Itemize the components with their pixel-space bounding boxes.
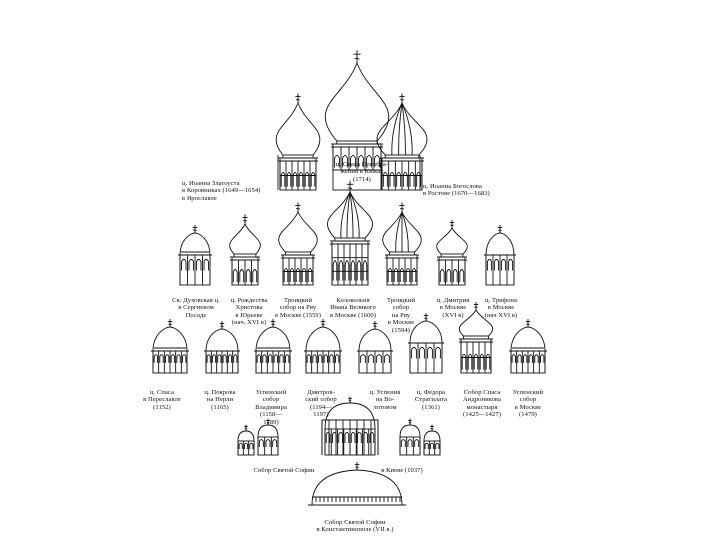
rozhdestvo-church	[230, 214, 261, 285]
dmitry-church	[437, 220, 468, 285]
caption-sofia-left: Собор Святой Софии	[244, 459, 324, 482]
troitsky-ru-church	[279, 202, 318, 285]
trifon-church	[484, 225, 516, 285]
spas-pereslavl-church	[151, 319, 189, 373]
ioann-zlatoust-church	[276, 93, 320, 190]
dmitrovsky-church	[304, 319, 342, 373]
sv-duhovskaya-church	[178, 225, 212, 285]
uspensky-moscow-church	[509, 319, 547, 373]
caption-dmitrovsky: Дмитров-ский собор(1194—1197)	[296, 381, 346, 427]
caption-sofia-kiev: в Киеве (1037)	[372, 459, 432, 482]
kolokolnya-central	[327, 181, 372, 285]
caption-spas-kizhi: ц. Спаса Преобра-жения в Кижах(1714)	[333, 153, 391, 191]
troitsky-sobor-church	[383, 202, 422, 285]
